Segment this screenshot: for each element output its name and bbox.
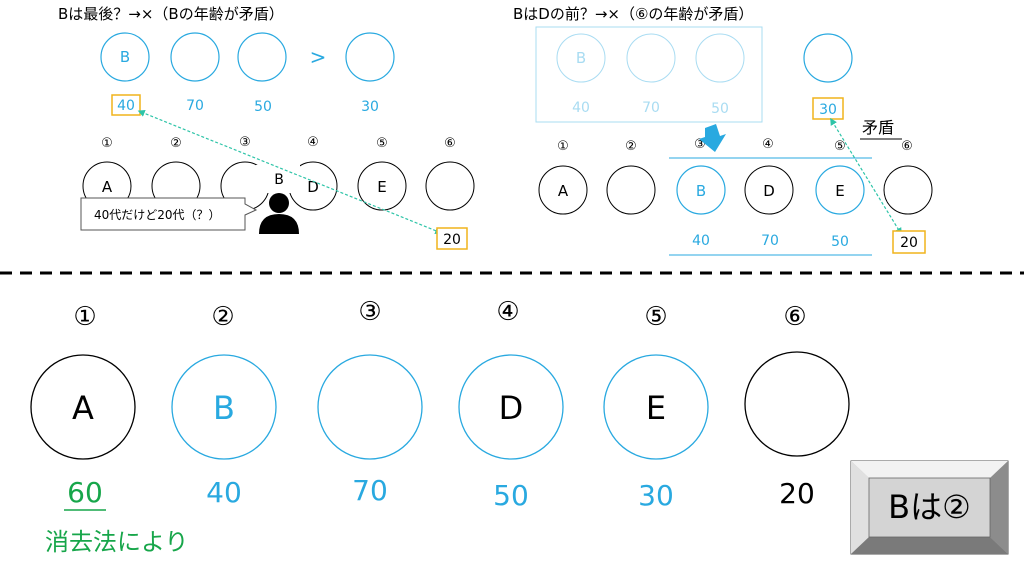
bottom-pos-2: ② <box>211 302 234 332</box>
left-top-circle-4 <box>345 32 395 82</box>
left-row-letter-a: A <box>102 178 113 196</box>
left-row-letter-e: E <box>377 178 386 196</box>
right-faded-age-50: 50 <box>711 101 729 117</box>
left-age-50: 50 <box>254 99 272 115</box>
right-row-letter-b: B <box>696 182 706 200</box>
left-pos-5: ⑤ <box>376 136 388 151</box>
right-dashed-arrow <box>830 117 902 236</box>
answer-button-label: Bは② <box>888 488 971 526</box>
left-pos-2: ② <box>170 136 182 151</box>
bottom-age-20: 20 <box>779 477 815 510</box>
left-pos-6: ⑥ <box>444 136 456 151</box>
right-contradiction-label: 矛盾 <box>862 118 894 137</box>
bottom-letter-e: E <box>646 389 666 427</box>
right-pos-3: ③ <box>694 137 706 152</box>
left-box-20 <box>436 227 468 250</box>
bottom-pos-4: ④ <box>496 297 519 327</box>
right-box-30 <box>812 97 844 120</box>
left-age-40: 40 <box>117 98 135 114</box>
bottom-letter-d: D <box>499 389 524 427</box>
left-age-30: 30 <box>361 99 379 115</box>
bottom-pos-6: ⑥ <box>783 302 806 332</box>
bottom-age-50: 50 <box>493 479 529 512</box>
left-top-circle-3 <box>237 32 287 82</box>
right-pos-5: ⑤ <box>834 139 846 154</box>
bottom-circle-2 <box>171 354 277 460</box>
left-dashed-arrow <box>137 110 443 234</box>
right-box-30-value: 30 <box>819 102 837 118</box>
left-age-70: 70 <box>186 98 204 114</box>
right-row-age-40: 40 <box>692 233 710 249</box>
right-faded-circle-2 <box>626 33 676 83</box>
right-row-circle-1 <box>538 165 588 215</box>
bottom-pos-5: ⑤ <box>644 302 667 332</box>
right-row-letter-d: D <box>763 182 775 200</box>
elimination-note: 消去法により <box>45 528 189 556</box>
right-row-letter-a: A <box>558 182 569 200</box>
left-pos-3: ③ <box>239 135 251 150</box>
right-row-circle-3 <box>676 165 726 215</box>
left-box-20-value: 20 <box>443 232 461 248</box>
down-arrow-icon <box>699 124 726 152</box>
right-box-20-value: 20 <box>900 235 918 251</box>
bottom-age-70: 70 <box>352 474 388 507</box>
left-row-circle-6 <box>425 161 475 211</box>
bottom-age-40: 40 <box>206 476 242 509</box>
bottom-pos-3: ③ <box>358 297 381 327</box>
right-pos-1: ① <box>557 139 569 154</box>
left-age-box-40 <box>111 94 141 116</box>
bottom-pos-1: ① <box>73 302 96 332</box>
right-faded-age-70: 70 <box>642 100 660 116</box>
right-faded-circle-3 <box>695 33 745 83</box>
bottom-circle-4 <box>458 354 564 460</box>
left-top-circle-label: B <box>120 48 130 66</box>
bottom-circle-3 <box>317 354 423 460</box>
speech-bubble-text: 40代だけど20代（？） <box>94 208 221 222</box>
bottom-age-60: 60 <box>67 476 103 509</box>
left-pos-4: ④ <box>307 135 319 150</box>
right-pos-6: ⑥ <box>901 139 913 154</box>
right-row-age-50: 50 <box>831 234 849 250</box>
right-row-letter-e: E <box>835 182 844 200</box>
right-top-circle-30 <box>803 33 853 83</box>
right-title: BはDの前？→×（⑥の年齢が矛盾） <box>513 5 753 23</box>
left-pos-1: ① <box>101 136 113 151</box>
left-top-circle-2 <box>170 32 220 82</box>
right-row-circle-4 <box>744 165 794 215</box>
right-row-circle-2 <box>606 165 656 215</box>
bottom-circle-5 <box>603 354 709 460</box>
right-pos-2: ② <box>625 139 637 154</box>
bottom-letter-b: B <box>213 389 235 427</box>
right-row-age-70: 70 <box>761 233 779 249</box>
left-top-circle-b <box>100 32 150 82</box>
right-faded-age-40: 40 <box>572 100 590 116</box>
right-pos-4: ④ <box>762 137 774 152</box>
left-gt-symbol: > <box>310 45 327 69</box>
right-faded-circle-b <box>556 33 606 83</box>
right-faded-circle-label: B <box>576 49 586 67</box>
bottom-age-30: 30 <box>638 479 674 512</box>
right-box-20 <box>892 230 926 254</box>
person-label: B <box>274 172 284 188</box>
left-title: Bは最後？→×（Bの年齢が矛盾） <box>58 5 284 23</box>
bottom-letter-a: A <box>72 389 94 427</box>
bottom-circle-1 <box>30 354 136 460</box>
right-faded-box <box>535 26 763 123</box>
bottom-circle-6 <box>744 351 850 457</box>
right-row-circle-6 <box>883 165 933 215</box>
answer-button[interactable]: Bは② <box>850 460 1009 555</box>
